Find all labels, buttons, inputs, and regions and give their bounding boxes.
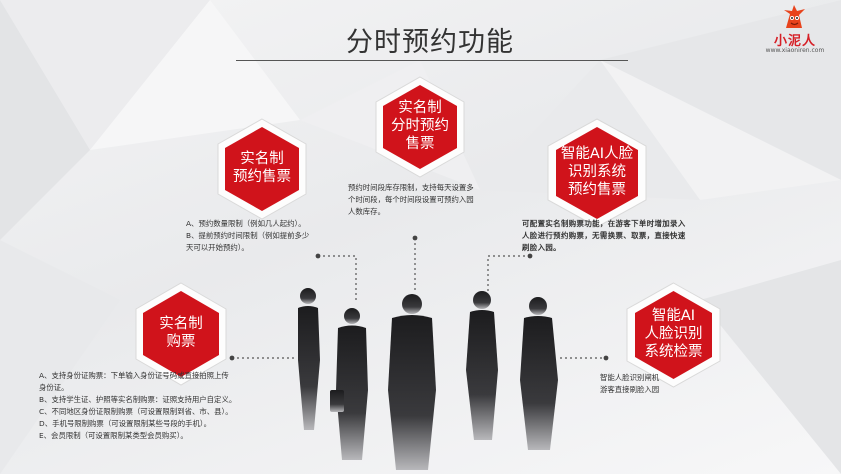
hex-ai-face-checkin: 智能AI 人脸识别 系统检票 — [626, 282, 721, 388]
desc-timeslot-inventory: 预约时间段库存限制，支持每天设置多 个时间段，每个时间段设置可预约入园 人数库存… — [348, 183, 474, 216]
hex-label: 智能AI 人脸识别 系统检票 — [644, 308, 703, 360]
brand-logo: 小泥人 www.xiaoniren.com — [752, 4, 838, 66]
hex-label: 实名制 分时预约 售票 — [391, 100, 449, 152]
hex-realname-purchase: 实名制 购票 — [135, 282, 227, 386]
mascot-icon — [784, 5, 805, 28]
hex-ai-face-booking: 智能AI人脸 识别系统 预约售票 — [547, 118, 647, 228]
hex-label: 智能AI人脸 识别系统 预约售票 — [560, 146, 634, 198]
business-people-silhouettes — [298, 288, 558, 470]
hex-realname-booking: 实名制 预约售票 — [217, 118, 307, 220]
hexagon-shape — [375, 76, 465, 178]
hexagon-shape — [547, 118, 647, 228]
hexagon-shape — [626, 282, 721, 388]
hexagon-shape — [135, 282, 227, 386]
desc-ai-face-booking: 可配置实名制购票功能，在游客下单时增加录入 人脸进行预约购票，无需换票、取票，直… — [522, 219, 686, 252]
logo-text: 小泥人 — [773, 34, 816, 49]
title-underline — [236, 60, 628, 61]
hex-label: 实名制 购票 — [159, 316, 203, 350]
hex-label: 实名制 预约售票 — [233, 151, 291, 185]
hex-realname-timeslot-booking: 实名制 分时预约 售票 — [375, 76, 465, 178]
desc-realname-purchase: A、支持身份证购票：下单输入身份证号码或直接拍照上传 身份证。 B、支持学生证、… — [39, 371, 237, 440]
desc-booking-limits: A、预约数量限制（例如几人起约）。 B、提前预约时间限制（例如提前多少 天可以开… — [186, 219, 310, 252]
desc-face-gate: 智能人脸识别闸机 游客直接刷脸入园 — [600, 373, 660, 394]
page-title: 分时预约功能 — [346, 27, 514, 58]
logo-url: www.xiaoniren.com — [765, 47, 825, 54]
hexagon-shape — [217, 118, 307, 220]
